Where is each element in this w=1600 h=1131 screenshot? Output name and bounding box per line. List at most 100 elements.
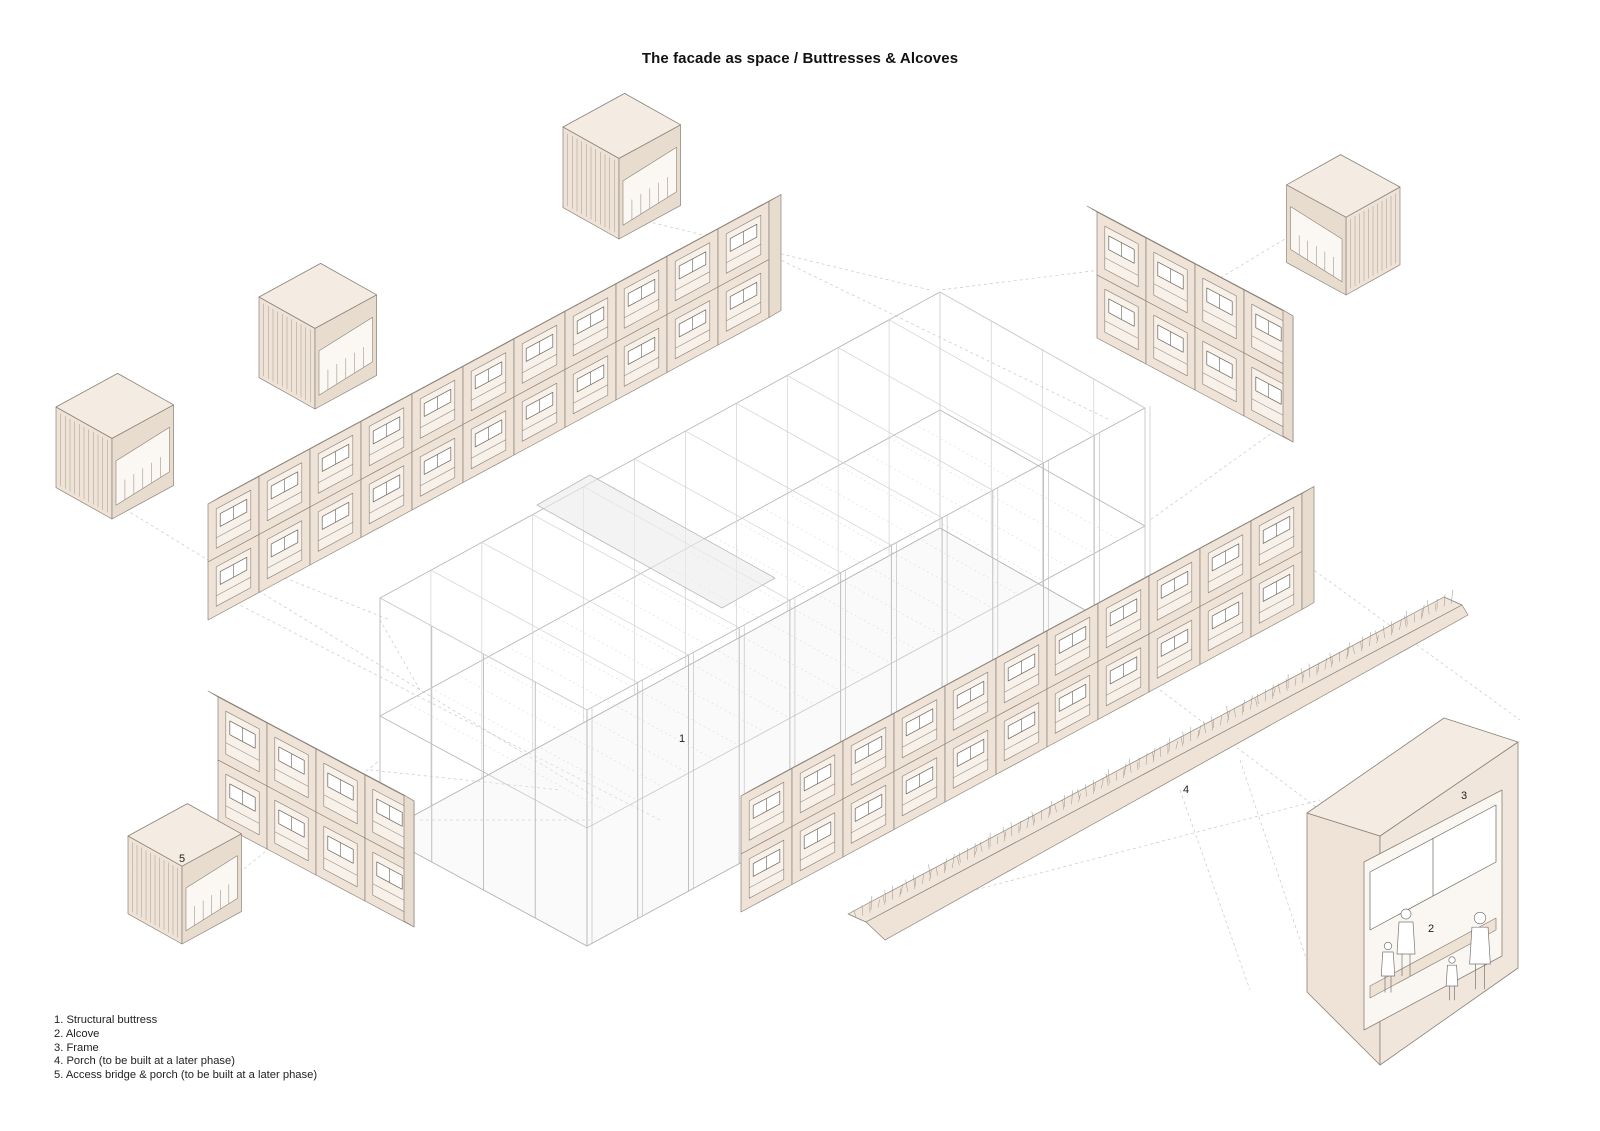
planter-grass (870, 896, 873, 911)
buttress-module (791, 733, 856, 827)
person-body (1445, 964, 1459, 987)
buttress-module (1096, 274, 1147, 365)
legend-item-structural-buttress: 1. Structural buttress (54, 1014, 158, 1026)
callout-2: 2 (1428, 923, 1434, 935)
alcove-bench (851, 755, 886, 776)
alcove-bench (953, 700, 988, 721)
guide-line (369, 769, 561, 791)
guide-line (1149, 419, 1291, 521)
planter-grass (1168, 737, 1171, 752)
buttress-module (1233, 283, 1294, 380)
buttress-module (309, 479, 362, 566)
planter-grass (936, 867, 938, 876)
person-head (1448, 956, 1456, 964)
planter-grass (1383, 625, 1385, 639)
planter-grass (1071, 790, 1073, 805)
planter-grass (1054, 804, 1057, 813)
buttress-module (411, 359, 476, 453)
planter-grass (1145, 752, 1148, 765)
alcove-bench (1153, 283, 1188, 302)
floor-joist (608, 590, 816, 705)
roof-beam (838, 347, 1044, 464)
buttress-module (717, 194, 782, 288)
pod-roof (1286, 154, 1401, 218)
planter-grass (1220, 715, 1222, 726)
buttress-module (944, 651, 1009, 745)
planter-grass (1376, 635, 1379, 644)
alcove-bench (522, 353, 557, 374)
buttress-module (1148, 541, 1213, 635)
alcove-bench (216, 576, 251, 597)
alcove-bench (323, 857, 358, 876)
alcove-bench (1208, 621, 1243, 641)
planter-grass (1085, 784, 1087, 797)
roof-beam (481, 542, 689, 656)
planter-grass (899, 888, 901, 897)
buttress-wall-southeast (740, 486, 1315, 913)
planter-grass (1243, 699, 1245, 712)
buttress-wall-northwest (207, 194, 782, 621)
buttress-module (995, 623, 1060, 717)
planter-grass (1450, 589, 1454, 604)
planter-grass (1277, 683, 1281, 694)
buttress-module (258, 441, 323, 535)
wall-end-face (403, 794, 415, 928)
planter-grass (1294, 677, 1297, 686)
callout-numbers: 1 2 3 4 5 (179, 733, 1467, 935)
buttress-module (615, 314, 668, 401)
alcove-bench (573, 326, 608, 346)
roof-beam (634, 458, 841, 574)
person-head (1383, 941, 1393, 951)
buttress-module (564, 276, 629, 370)
floor-joist (787, 493, 993, 609)
alcove-bench (800, 841, 835, 861)
alcove-bench (369, 436, 404, 456)
alcove-bench (1202, 309, 1237, 328)
alcove-bench (372, 883, 407, 902)
alcove-bench (675, 271, 710, 291)
callout-4: 4 (1183, 784, 1189, 796)
pod-opening (185, 855, 238, 932)
alcove-bench (225, 805, 260, 824)
alcove-bench (522, 411, 557, 432)
buttress-module (364, 837, 415, 928)
planter-grass (1420, 609, 1423, 620)
planter-grass (1062, 799, 1064, 810)
planter-grass (973, 843, 976, 858)
buttress-module (1243, 352, 1294, 443)
planter-grass (1203, 721, 1206, 734)
porch-pod (127, 803, 242, 945)
floor-joist (583, 604, 791, 719)
alcove-bench (800, 783, 835, 803)
floor-joist (430, 687, 638, 801)
planter-grass (952, 853, 955, 868)
people (1380, 908, 1491, 1001)
planter-grass (1426, 600, 1430, 615)
planter-grass (877, 899, 881, 908)
buttress-module (564, 341, 617, 428)
alcove-bench (1104, 257, 1139, 276)
frame-top (1306, 717, 1519, 837)
alcove-bench (1004, 673, 1039, 693)
planter-grass (1443, 594, 1446, 607)
porch-planter (847, 589, 1469, 941)
alcove-bench (318, 521, 353, 542)
buttress-module (1199, 513, 1264, 607)
planter-grass (884, 890, 887, 903)
planter-grass (1031, 811, 1035, 826)
alcove-bench (726, 301, 761, 322)
roof-core (536, 474, 776, 609)
buttress-module (1135, 231, 1196, 328)
planter-grass (1272, 688, 1276, 697)
floor-joist (736, 521, 943, 637)
alcove-bench (1104, 320, 1139, 339)
planter-grass (1346, 647, 1348, 660)
floor-joist (812, 479, 1019, 595)
floor-joist (659, 562, 867, 678)
planter-grass (1182, 731, 1185, 744)
planter-grass (987, 837, 990, 850)
buttress-wall-modules (207, 194, 1315, 928)
floor-joist (710, 534, 917, 650)
floor-joist (914, 423, 1120, 540)
planter-grass (1123, 763, 1127, 776)
